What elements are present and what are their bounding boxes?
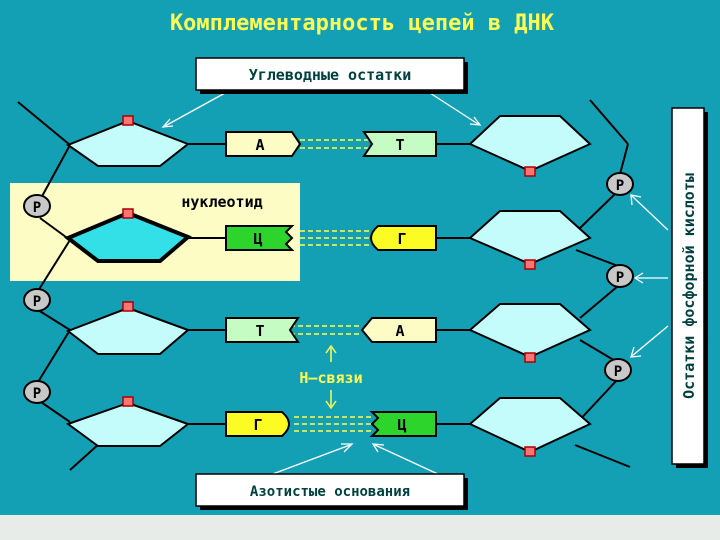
phosphate-l1: Р [23, 194, 51, 218]
pointer-arrows [161, 92, 669, 476]
right-sugar-1 [468, 115, 592, 173]
phosphate-label: Р [33, 200, 41, 216]
base-g-left [225, 411, 290, 437]
left-strand-backbone [17, 101, 101, 471]
base-label: Ц [253, 230, 262, 248]
marker-r2 [524, 259, 536, 270]
base-g-right [370, 225, 437, 251]
base-t-right [362, 131, 437, 157]
marker-l2 [122, 208, 134, 219]
base-c-left [225, 225, 295, 251]
base-label: А [255, 136, 264, 154]
left-sugar-group [64, 119, 192, 447]
phosphate-label: Р [614, 364, 622, 380]
phosphate-label: Р [33, 294, 41, 310]
phosphate-l2: Р [23, 288, 51, 312]
marker-l3 [122, 301, 134, 312]
phosphate-residues-label: Остатки фосфорной кислоты [680, 173, 698, 399]
base-label: Г [397, 230, 406, 248]
left-sugar-2-highlighted [64, 210, 192, 263]
base-pair-2: Ц Г [225, 225, 437, 251]
marker-l4 [122, 396, 134, 407]
sugar-markers [122, 115, 536, 457]
phosphate-l3: Р [23, 380, 51, 404]
base-connectors [188, 143, 470, 425]
marker-r1 [524, 166, 536, 177]
phosphate-label: Р [616, 270, 624, 286]
bottom-band [0, 515, 720, 540]
base-pair-1: А Т [225, 131, 437, 157]
phosphate-group: Р Р Р Р Р Р [23, 172, 634, 404]
right-sugar-3 [468, 303, 592, 359]
phosphate-label: Р [616, 178, 624, 194]
h-bond-arrows [325, 344, 337, 410]
base-t-left [225, 317, 300, 343]
left-sugar-1 [65, 119, 191, 167]
marker-r3 [524, 352, 536, 363]
hydrogen-bond-dashes [290, 139, 372, 432]
base-label: Т [395, 136, 404, 154]
nucleotide-label: нуклеотид [181, 193, 262, 211]
left-sugar-3 [65, 306, 190, 355]
base-label: Г [253, 416, 262, 434]
page-title: Комплементарность цепей в ДНК [170, 11, 555, 36]
base-a-left [225, 131, 302, 157]
marker-l1 [122, 115, 134, 126]
phosphate-residues-box: Остатки фосфорной кислоты [671, 107, 708, 468]
sugar-residues-label: Углеводные остатки [249, 66, 412, 84]
nitrogen-bases-label: Азотистые основания [250, 484, 410, 500]
right-sugar-4 [468, 397, 592, 454]
right-strand-backbone [574, 99, 631, 468]
base-c-right [369, 411, 437, 437]
base-pair-4: Г Ц [225, 411, 437, 437]
phosphate-r1: Р [606, 172, 634, 196]
base-pair-3: Т А [225, 317, 437, 343]
phosphate-r2: Р [606, 264, 634, 288]
sugar-residues-box: Углеводные остатки [195, 57, 468, 94]
left-sugar-4 [65, 401, 191, 447]
nitrogen-bases-box: Азотистые основания [195, 473, 468, 510]
base-label: Ц [397, 416, 406, 434]
right-sugar-2 [468, 210, 592, 266]
phosphate-label: Р [33, 386, 41, 402]
h-bonds-label: Н–связи [299, 369, 362, 387]
base-label: А [395, 322, 404, 340]
base-label: Т [255, 322, 264, 340]
marker-r4 [524, 446, 536, 457]
base-a-right [360, 317, 437, 343]
right-sugar-group [468, 115, 592, 454]
phosphate-r3: Р [604, 358, 632, 382]
